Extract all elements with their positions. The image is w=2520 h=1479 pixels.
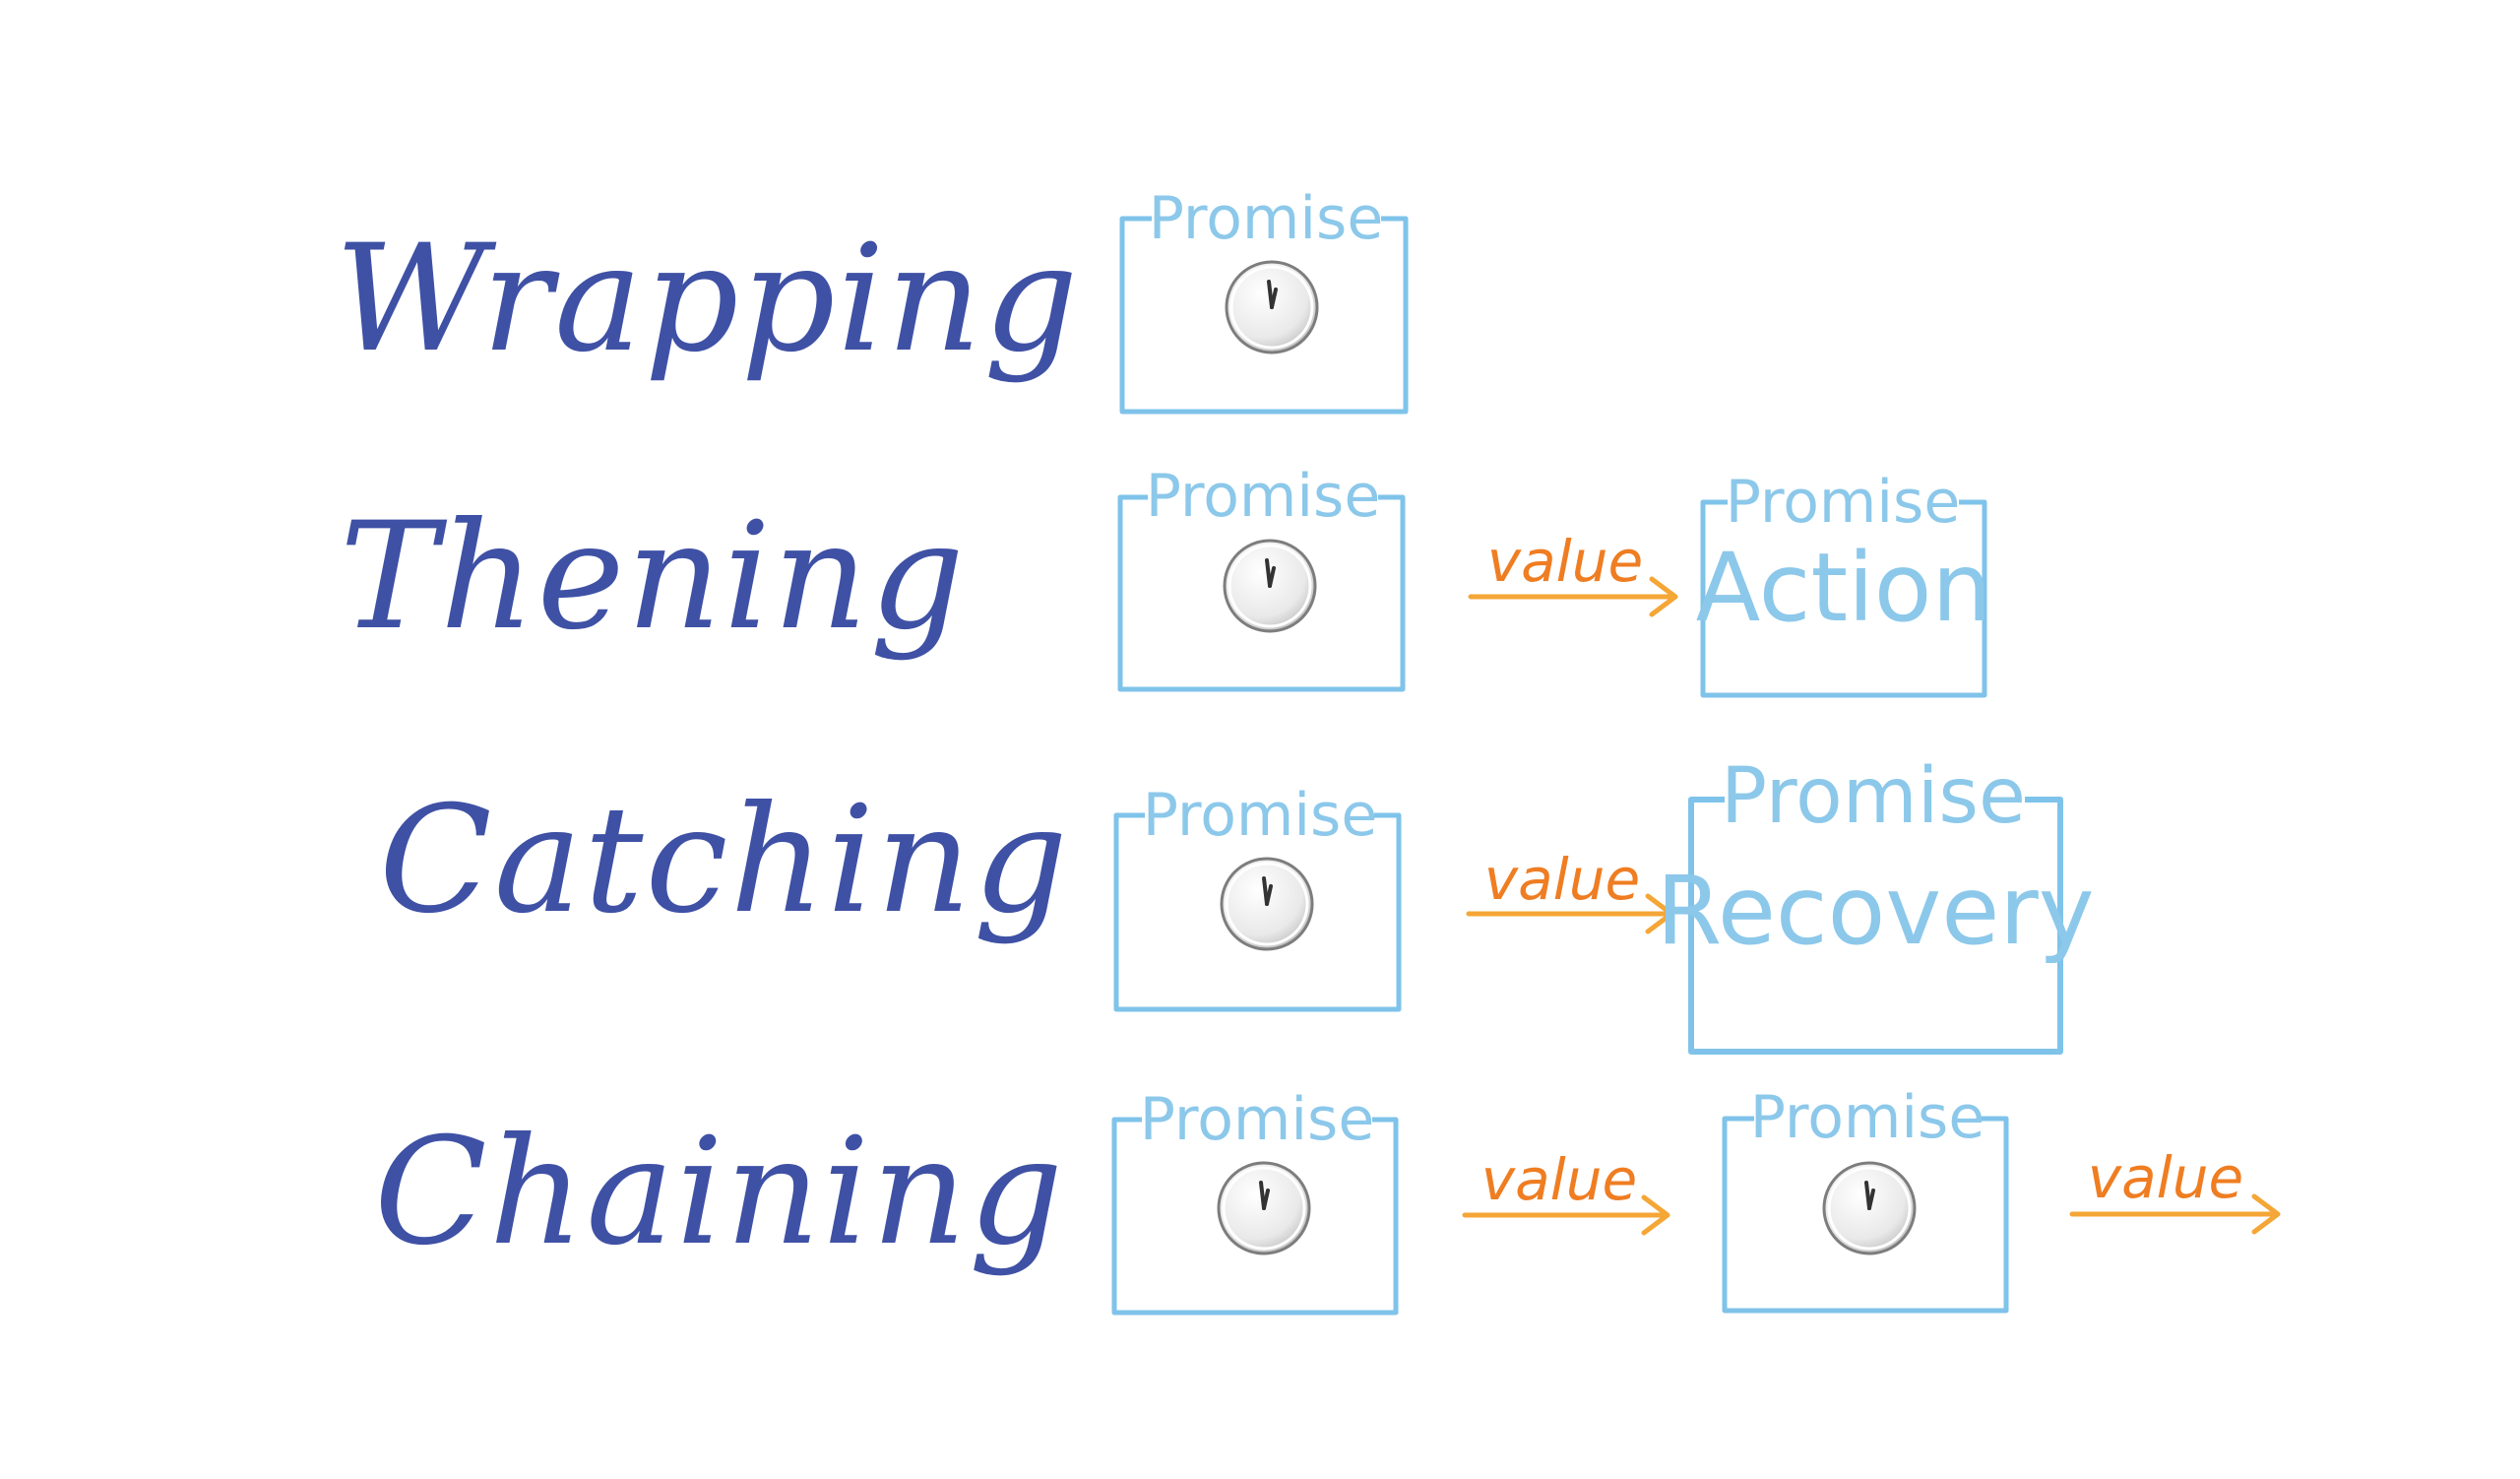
- recovery-box-word: Recovery: [1656, 856, 2094, 966]
- clock-icon: [1217, 1161, 1311, 1255]
- recovery-box: Promise Recovery: [1656, 752, 2095, 1055]
- action-box: Promise Action: [1696, 468, 1992, 698]
- row-label-thening: Thening: [340, 491, 967, 663]
- value-arrow-label: value: [1481, 1146, 1637, 1213]
- value-arrow-label: value: [1487, 528, 1643, 595]
- action-box-word: Action: [1696, 533, 1992, 643]
- promise-box-tag: Promise: [1146, 462, 1380, 531]
- value-arrow: value: [2069, 1144, 2281, 1235]
- promise-box-tag: Promise: [1140, 1085, 1374, 1154]
- clock-icon: [1822, 1161, 1917, 1255]
- value-arrow: value: [1462, 1146, 1670, 1236]
- row-label-catching: Catching: [379, 775, 1070, 946]
- value-arrow-label: value: [2088, 1144, 2243, 1211]
- action-box-tag: Promise: [1726, 468, 1960, 537]
- promise-box: Promise: [1111, 1085, 1399, 1316]
- clock-icon: [1223, 539, 1317, 633]
- value-arrow: value: [1468, 528, 1678, 617]
- clock-icon: [1225, 260, 1319, 354]
- promise-box: Promise: [1119, 184, 1409, 415]
- promise-box-tag: Promise: [1149, 184, 1383, 253]
- promise-box: Promise: [1117, 462, 1406, 692]
- promise-box: Promise: [1722, 1083, 2009, 1314]
- promise-box: Promise: [1113, 781, 1402, 1012]
- value-arrow: value: [1466, 846, 1674, 934]
- clock-icon: [1220, 857, 1314, 951]
- promise-box-tag: Promise: [1750, 1083, 1984, 1152]
- row-label-wrapping: Wrapping: [335, 214, 1080, 385]
- row-label-chaining: Chaining: [374, 1107, 1065, 1278]
- promise-box-tag: Promise: [1143, 781, 1377, 850]
- recovery-box-tag: Promise: [1721, 752, 2026, 841]
- value-arrow-label: value: [1484, 846, 1640, 913]
